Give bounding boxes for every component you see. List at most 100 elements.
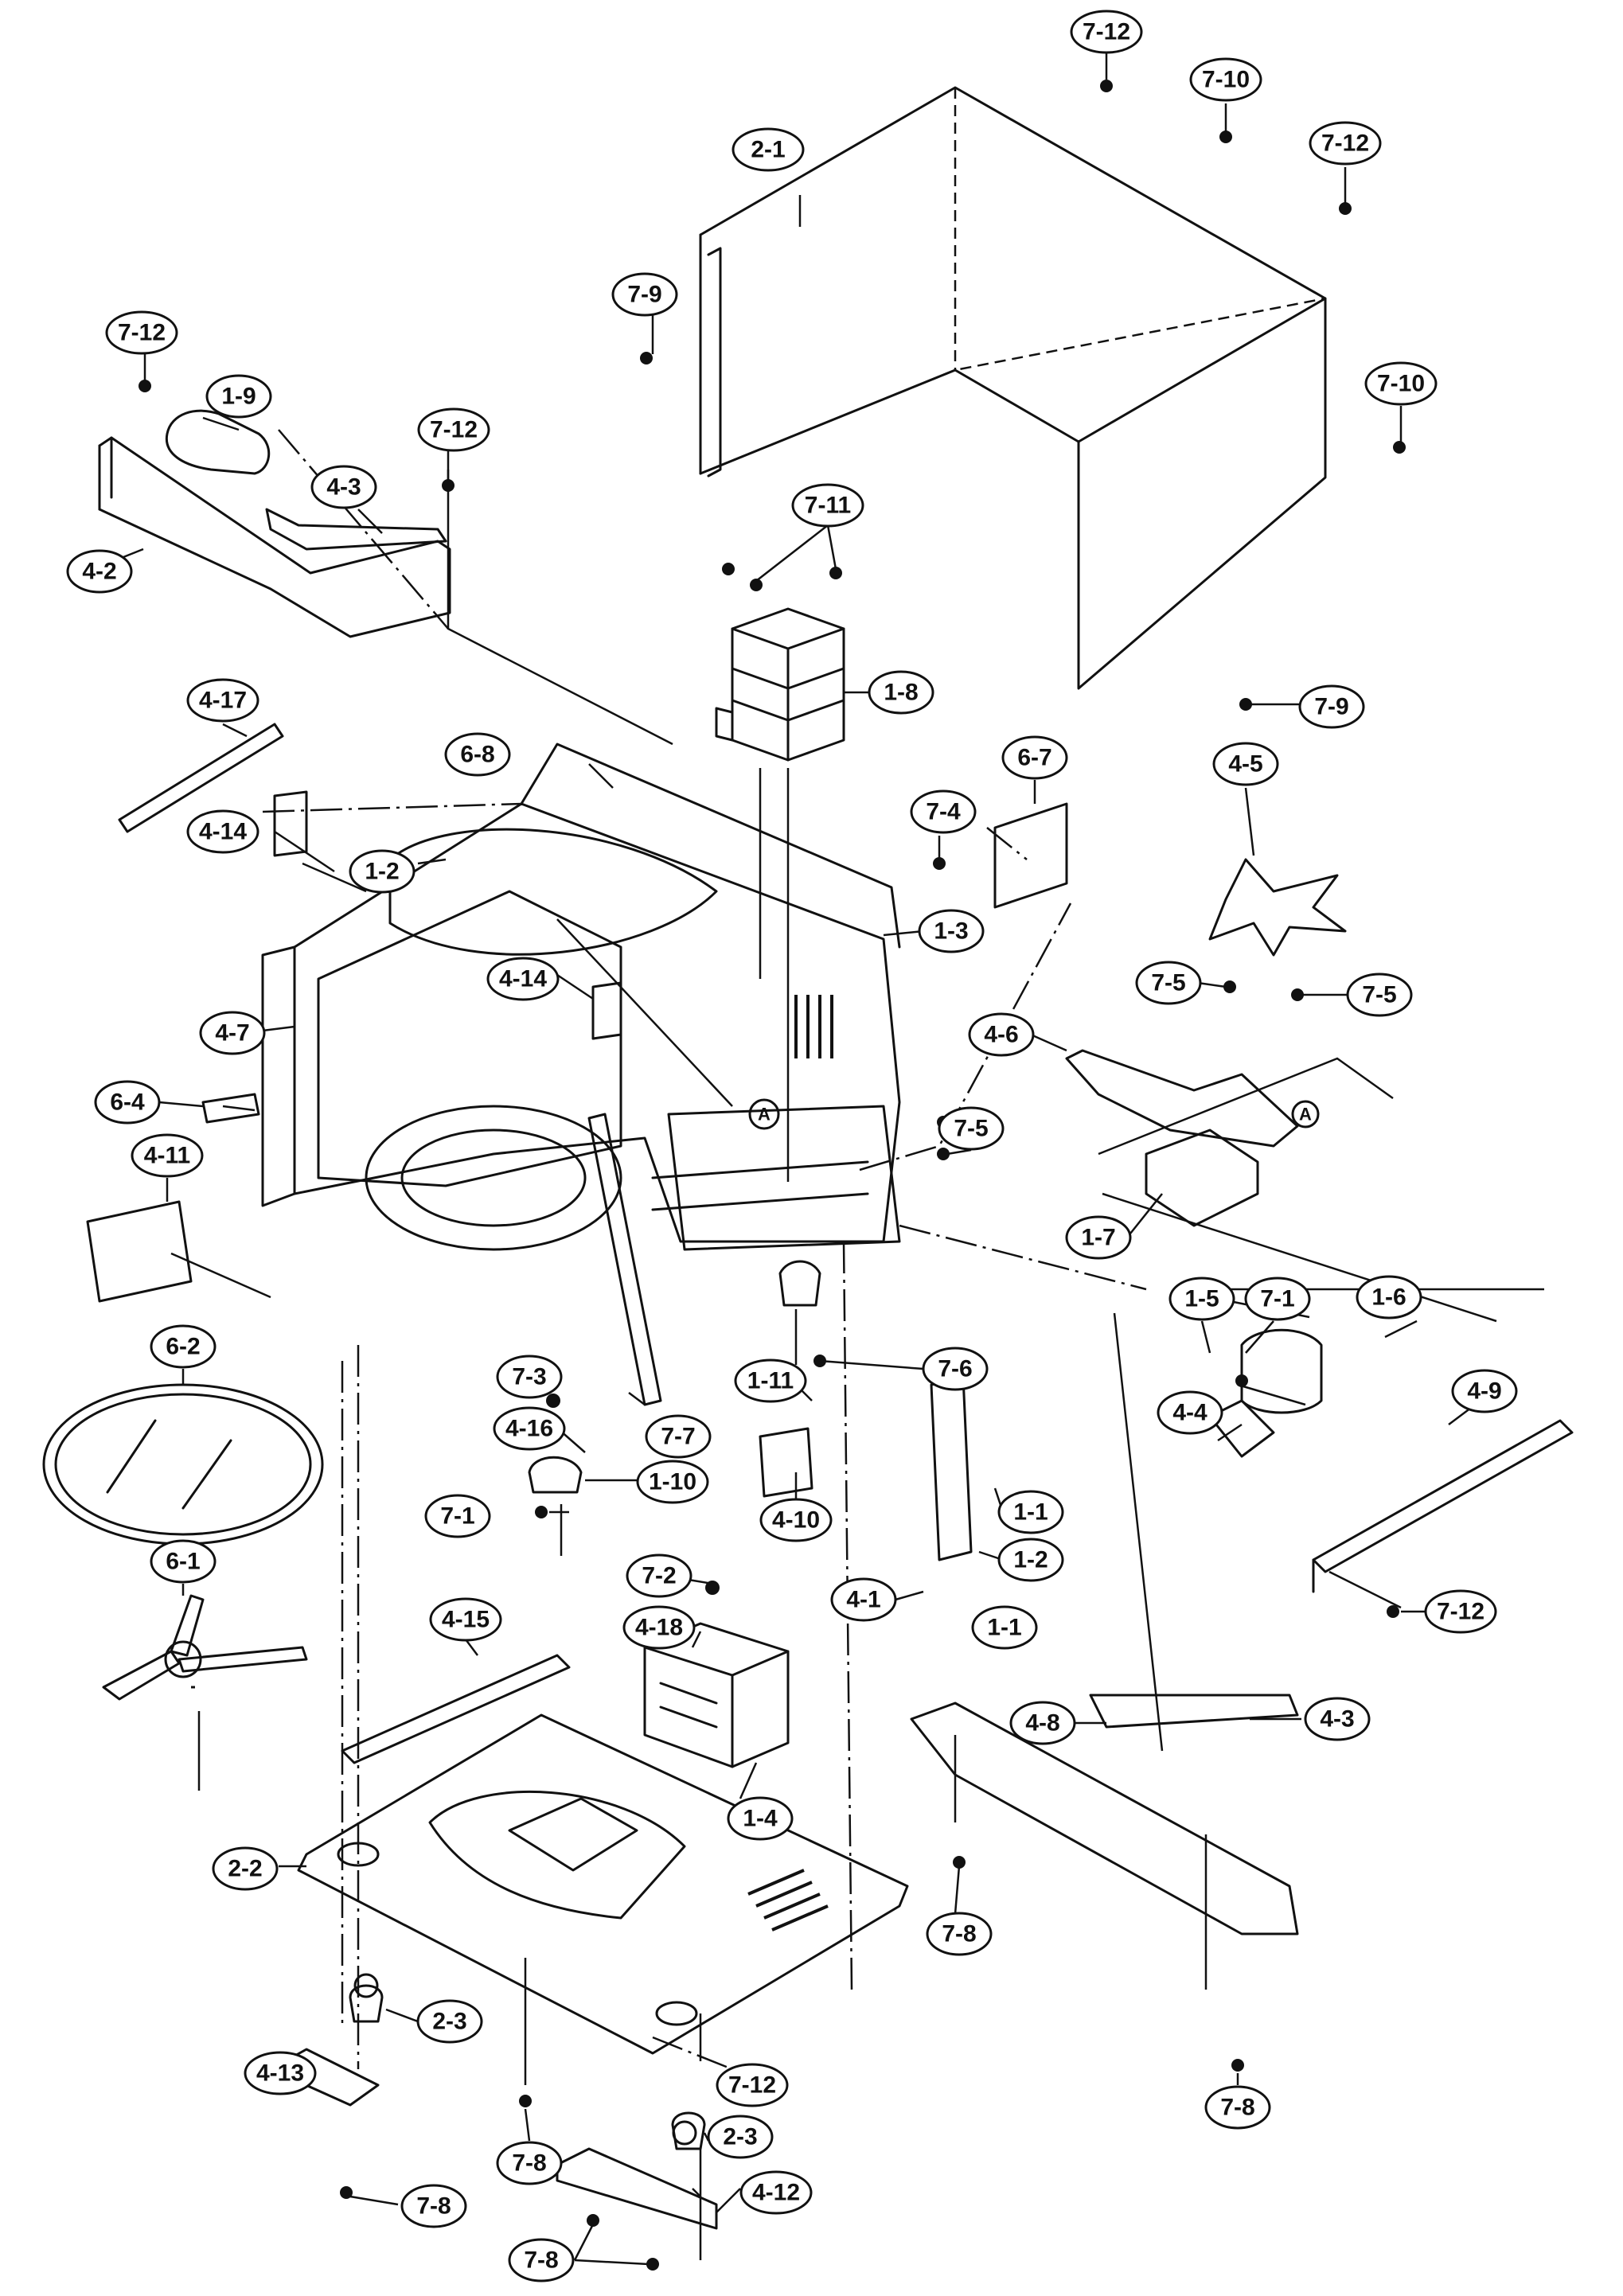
svg-text:7-12: 7-12 — [430, 417, 478, 443]
svg-text:4-13: 4-13 — [256, 2060, 304, 2087]
svg-text:7-10: 7-10 — [1377, 371, 1425, 397]
svg-text:4-5: 4-5 — [1228, 751, 1262, 778]
reference-a-label-1: A — [758, 1105, 771, 1125]
svg-text:7-1: 7-1 — [1260, 1286, 1294, 1312]
svg-text:1-3: 1-3 — [934, 918, 968, 945]
callout: 1-2 — [997, 1538, 1064, 1582]
svg-text:7-12: 7-12 — [1321, 131, 1369, 157]
svg-text:7-9: 7-9 — [627, 282, 661, 308]
callout: 7-8 — [508, 2238, 575, 2282]
svg-text:7-8: 7-8 — [512, 2150, 546, 2177]
svg-text:6-1: 6-1 — [166, 1549, 200, 1575]
svg-text:4-8: 4-8 — [1025, 1710, 1059, 1737]
svg-text:4-3: 4-3 — [326, 474, 361, 501]
svg-text:7-12: 7-12 — [118, 320, 166, 346]
callout: 6-8 — [444, 732, 511, 777]
callout: 4-18 — [622, 1605, 696, 1650]
callout: 2-3 — [416, 1999, 483, 2044]
svg-text:7-1: 7-1 — [440, 1503, 474, 1530]
callouts: 7-12 7-10 7-12 2-1 7-9 7-10 7-12 1-9 7-1… — [66, 10, 1518, 2282]
callout: 6-1 — [150, 1539, 217, 1584]
svg-text:2-2: 2-2 — [228, 1856, 262, 1882]
svg-text:7-7: 7-7 — [661, 1424, 695, 1450]
outer-cabinet — [699, 86, 1327, 690]
callout: 7-12 — [1309, 121, 1382, 166]
svg-text:4-4: 4-4 — [1172, 1400, 1207, 1426]
svg-text:7-8: 7-8 — [416, 2193, 451, 2220]
svg-text:4-17: 4-17 — [199, 688, 247, 714]
callout: 6-4 — [94, 1080, 161, 1125]
callout: 1-4 — [727, 1796, 794, 1841]
svg-text:4-15: 4-15 — [442, 1607, 490, 1633]
callout: 2-1 — [732, 127, 805, 172]
magnetron — [715, 607, 845, 762]
svg-text:7-11: 7-11 — [805, 493, 851, 519]
callout: 7-10 — [1364, 361, 1438, 406]
svg-text:7-3: 7-3 — [512, 1364, 546, 1390]
svg-text:6-2: 6-2 — [166, 1334, 200, 1360]
callout: 7-12 — [1070, 10, 1143, 54]
callout: 4-2 — [66, 549, 133, 594]
svg-text:4-2: 4-2 — [82, 559, 116, 585]
reference-a-label-2: A — [1299, 1105, 1312, 1125]
callout: 4-14 — [486, 957, 560, 1001]
svg-text:7-8: 7-8 — [942, 1921, 976, 1947]
callout: 1-10 — [636, 1460, 709, 1504]
callout: 4-4 — [1157, 1390, 1223, 1435]
svg-text:2-1: 2-1 — [751, 137, 785, 163]
callout: 7-4 — [910, 789, 977, 834]
callout: 1-3 — [918, 909, 985, 953]
svg-text:4-14: 4-14 — [499, 966, 547, 992]
callout: 7-7 — [645, 1414, 712, 1459]
svg-text:1-7: 1-7 — [1081, 1225, 1115, 1251]
svg-text:7-12: 7-12 — [1437, 1599, 1484, 1625]
capacitor-bracket-assembly — [98, 409, 451, 638]
callout: 6-7 — [1001, 735, 1068, 780]
callout: 4-14 — [186, 809, 259, 854]
callout: 7-8 — [926, 1912, 993, 1956]
callout: 7-9 — [1298, 684, 1365, 729]
callout: 4-9 — [1451, 1369, 1518, 1413]
callout: 7-8 — [496, 2141, 563, 2185]
svg-text:1-2: 1-2 — [1013, 1547, 1048, 1573]
callout: 7-5 — [938, 1106, 1005, 1151]
svg-text:4-11: 4-11 — [144, 1143, 190, 1169]
svg-text:4-14: 4-14 — [199, 819, 247, 845]
callout: 7-12 — [417, 407, 490, 452]
svg-text:7-12: 7-12 — [728, 2072, 776, 2099]
callout: 1-1 — [997, 1490, 1064, 1534]
callout: 4-3 — [1304, 1697, 1371, 1741]
turntable-glass-tray — [42, 1383, 324, 1546]
fan-motor-assembly: A — [1065, 858, 1347, 1227]
callout: 1-1 — [971, 1605, 1038, 1650]
callout: 1-6 — [1356, 1275, 1422, 1320]
svg-text:7-9: 7-9 — [1314, 694, 1348, 720]
callout: 4-7 — [199, 1011, 266, 1055]
svg-text:4-7: 4-7 — [215, 1020, 249, 1047]
svg-text:4-12: 4-12 — [752, 2180, 800, 2206]
callout: 7-5 — [1346, 973, 1413, 1017]
svg-text:1-4: 1-4 — [743, 1806, 778, 1832]
callout: 4-15 — [429, 1597, 502, 1642]
callout: 4-8 — [1009, 1701, 1076, 1745]
svg-text:7-6: 7-6 — [938, 1356, 972, 1382]
svg-text:7-5: 7-5 — [1151, 970, 1185, 996]
svg-text:1-5: 1-5 — [1184, 1286, 1219, 1312]
svg-text:1-10: 1-10 — [649, 1469, 696, 1495]
callout: 4-5 — [1212, 742, 1279, 786]
svg-text:7-10: 7-10 — [1202, 67, 1250, 93]
svg-text:1-1: 1-1 — [1013, 1499, 1048, 1526]
callout: 1-11 — [734, 1358, 807, 1403]
callout: 6-2 — [150, 1324, 217, 1369]
base-plate — [297, 1654, 909, 2055]
callout-leaders — [123, 52, 1481, 2266]
svg-text:6-7: 6-7 — [1017, 745, 1051, 771]
callout: 1-7 — [1065, 1215, 1132, 1260]
svg-text:7-12: 7-12 — [1083, 19, 1130, 45]
misc-parts — [86, 723, 1574, 2230]
callout: 1-8 — [868, 670, 934, 715]
svg-text:1-11: 1-11 — [747, 1368, 794, 1394]
callout: 2-3 — [707, 2115, 774, 2159]
svg-text:4-16: 4-16 — [505, 1416, 553, 1442]
svg-text:6-4: 6-4 — [110, 1090, 145, 1116]
